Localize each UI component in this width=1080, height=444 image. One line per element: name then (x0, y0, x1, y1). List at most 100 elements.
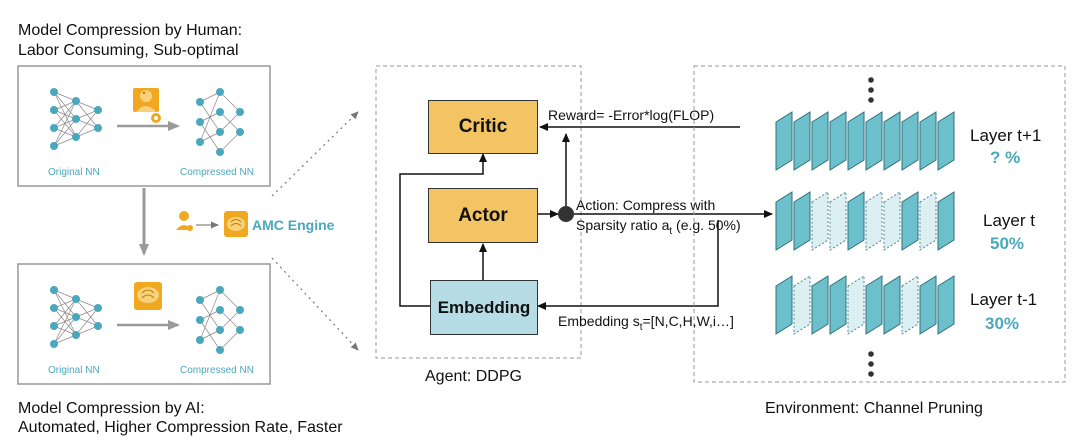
pruned-channel (865, 191, 883, 251)
nn-node (216, 286, 224, 294)
nn-node (94, 322, 102, 330)
channel (775, 111, 793, 171)
human-title-line2: Labor Consuming, Sub-optimal (18, 42, 239, 59)
nn-node (216, 148, 224, 156)
embedding-box: Embedding (430, 280, 538, 335)
nn-node (94, 106, 102, 114)
channel (901, 191, 919, 251)
ellipsis-dots-top (868, 77, 874, 103)
pruned-channel (883, 191, 901, 251)
compressed-nn-graph-ai (196, 286, 244, 354)
layer-name-bottom: Layer t-1 (970, 290, 1038, 309)
layer-percent-middle: 50% (990, 234, 1025, 253)
layer-name-middle: Layer t (983, 211, 1035, 230)
channel (811, 275, 829, 335)
channel (919, 275, 937, 335)
environment-caption: Environment: Channel Pruning (765, 400, 983, 417)
agent-caption: Agent: DDPG (425, 368, 522, 385)
nn-node (196, 118, 204, 126)
embedding-to-critic-arrow (399, 153, 487, 307)
nn-node (236, 128, 244, 136)
embedding-state-label: Embedding st=[N,C,H,W,i…] (558, 313, 734, 333)
nn-node (50, 142, 58, 150)
ai-compression-panel (17, 263, 271, 385)
pruned-channel (847, 275, 865, 335)
nn-node (196, 316, 204, 324)
nn-node (196, 98, 204, 106)
nn-node (94, 124, 102, 132)
nn-node (72, 115, 80, 123)
action-label-line1: Action: Compress with (576, 197, 716, 213)
channel (937, 191, 955, 251)
nn-node (72, 295, 80, 303)
pruned-channel (793, 275, 811, 335)
channel (865, 275, 883, 335)
nn-node (50, 124, 58, 132)
nn-node (50, 88, 58, 96)
nn-node (236, 326, 244, 334)
channel (775, 275, 793, 335)
nn-node (94, 304, 102, 312)
nn-node (216, 108, 224, 116)
human-compressed-label: Compressed NN (180, 167, 254, 178)
nn-node (196, 296, 204, 304)
action-node (558, 206, 574, 222)
human-compression-panel (17, 65, 271, 187)
channel (775, 191, 793, 251)
channel (829, 275, 847, 335)
channel (793, 111, 811, 171)
layer-name-top: Layer t+1 (970, 126, 1042, 145)
ai-title-line1: Model Compression by AI: (18, 400, 205, 417)
nn-node (216, 346, 224, 354)
compressed-nn-graph (196, 88, 244, 156)
channel (847, 191, 865, 251)
dotted-connector-bottom (271, 257, 359, 351)
nn-node (50, 304, 58, 312)
pruned-channel (811, 191, 829, 251)
layer-stacks (775, 111, 955, 335)
original-nn-graph-ai (50, 286, 102, 348)
layer-percent-top: ? % (990, 148, 1021, 167)
nn-node (50, 340, 58, 348)
nn-node (50, 106, 58, 114)
channel (865, 111, 883, 171)
nn-node (50, 322, 58, 330)
nn-node (236, 306, 244, 314)
nn-node (72, 331, 80, 339)
reward-label: Reward= -Error*log(FLOP) (548, 107, 715, 123)
nn-node (50, 286, 58, 294)
pruned-channel (901, 275, 919, 335)
channel (901, 111, 919, 171)
human-engineer-icon (133, 88, 159, 112)
brain-engine-icon (224, 211, 248, 237)
nn-node (72, 133, 80, 141)
human-original-label: Original NN (48, 167, 100, 178)
nn-node (72, 97, 80, 105)
pruned-channel (919, 191, 937, 251)
state-arrow (537, 220, 719, 310)
channel (883, 111, 901, 171)
channel (793, 191, 811, 251)
nn-node (216, 88, 224, 96)
human-title-line1: Model Compression by Human: (18, 22, 243, 39)
nn-node (216, 128, 224, 136)
small-engineer-icon (176, 211, 193, 231)
pruned-channel (829, 191, 847, 251)
nn-node (72, 313, 80, 321)
action-label-line2: Sparsity ratio at (e.g. 50%) (576, 217, 741, 237)
ellipsis-dots-bottom (868, 351, 874, 377)
ai-original-label: Original NN (48, 365, 100, 376)
gear-icon (151, 113, 161, 123)
channel (811, 111, 829, 171)
amc-engine-label: AMC Engine (252, 217, 335, 233)
nn-node (236, 108, 244, 116)
layer-percent-bottom: 30% (985, 314, 1020, 333)
actor-box: Actor (428, 188, 538, 243)
environment-container (693, 65, 1066, 383)
channel (937, 275, 955, 335)
channel (937, 111, 955, 171)
ai-compressed-label: Compressed NN (180, 365, 254, 376)
ai-brain-engine-icon (134, 282, 162, 310)
